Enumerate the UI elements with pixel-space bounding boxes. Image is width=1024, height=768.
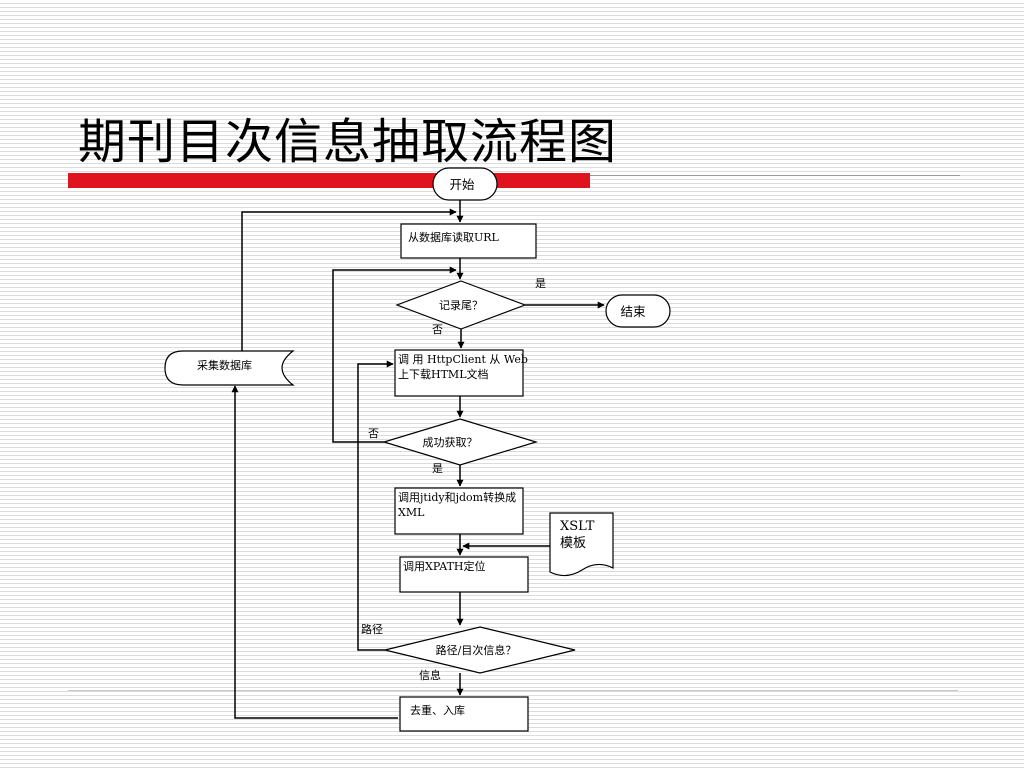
- download-label-line1: 调 用 HttpClient 从 Web: [398, 353, 528, 366]
- xpath-label: 调用XPATH定位: [403, 559, 486, 573]
- xpath-node: 调用XPATH定位: [399, 556, 529, 593]
- edge-label-yes-end: 是: [535, 277, 546, 290]
- footer-rule: [68, 690, 958, 691]
- title-rule: [590, 175, 960, 176]
- download-node: 调 用 HttpClient 从 Web 上下载HTML文档: [394, 349, 528, 397]
- got-ok-label: 成功获取？: [423, 436, 478, 449]
- edge-label-yes-convert: 是: [432, 462, 443, 475]
- xslt-template-node: XSLT 模板: [549, 512, 614, 577]
- collect-db-node: 采集数据库: [164, 350, 295, 386]
- end-node: 结束: [605, 294, 671, 328]
- convert-label-line1: 调用jtidy和jdom转换成: [398, 490, 516, 504]
- edge-db-to-read: [241, 208, 457, 351]
- download-label-line2: 上下载HTML文档: [398, 367, 489, 381]
- edge-label-path: 路径: [361, 623, 383, 636]
- edge-path-loop: [357, 360, 394, 651]
- dedup-label: 去重、入库: [410, 703, 465, 717]
- read-url-label: 从数据库读取URL: [408, 230, 500, 244]
- path-or-info-decision: 路径/目次信息？: [384, 626, 576, 674]
- path-or-info-label: 路径/目次信息？: [436, 643, 517, 657]
- edge-dedup-to-db: [231, 385, 398, 719]
- collect-db-label: 采集数据库: [197, 358, 252, 372]
- got-ok-decision: 成功获取？: [381, 418, 539, 466]
- edge-label-no-download: 否: [432, 323, 443, 336]
- convert-node: 调用jtidy和jdom转换成 XML: [394, 487, 524, 535]
- read-url-node: 从数据库读取URL: [400, 223, 537, 259]
- convert-label-line2: XML: [398, 506, 425, 519]
- is-last-label: 记录尾？: [439, 299, 483, 312]
- xslt-label-line1: XSLT: [560, 519, 595, 534]
- is-last-decision: 记录尾？: [395, 280, 527, 330]
- start-label: 开始: [449, 177, 475, 192]
- edge-label-no-retry: 否: [368, 427, 379, 440]
- page-title: 期刊目次信息抽取流程图: [78, 114, 618, 170]
- xslt-label-line2: 模板: [560, 536, 586, 551]
- end-label: 结束: [620, 304, 646, 319]
- dedup-node: 去重、入库: [399, 696, 529, 732]
- start-node: 开始: [432, 167, 498, 201]
- edge-label-info: 信息: [419, 668, 441, 682]
